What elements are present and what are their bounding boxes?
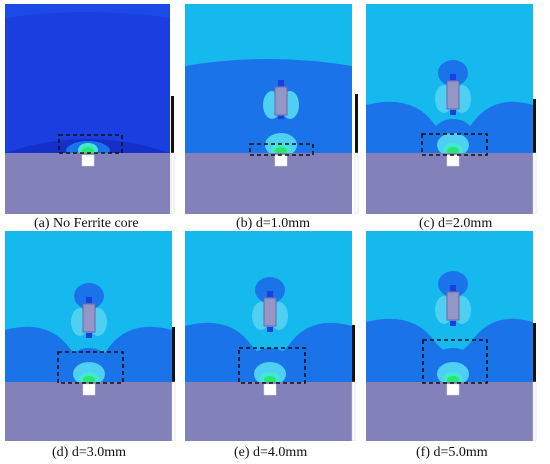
scale-bar xyxy=(533,323,536,382)
field-lobe-top xyxy=(255,277,285,303)
scale-bar xyxy=(172,327,175,382)
coil xyxy=(81,154,95,167)
caption-b: (b) d=1.0mm xyxy=(236,216,310,231)
field-plot-f xyxy=(366,231,537,441)
core-cap-bottom xyxy=(450,321,456,326)
core-cap-top xyxy=(86,297,92,303)
core-cap-bottom xyxy=(450,110,456,115)
coil xyxy=(446,154,460,167)
panel-a xyxy=(5,4,180,214)
region-box xyxy=(249,143,314,156)
field-plot-a xyxy=(5,4,175,214)
ferrite-core xyxy=(446,80,460,110)
field-lobe-top xyxy=(266,66,296,92)
scale-bar-lower xyxy=(351,381,356,441)
scale-bar-lower xyxy=(354,152,359,214)
caption-a: (a) No Ferrite core xyxy=(34,216,139,231)
field-plot-b xyxy=(185,4,359,214)
core-cap-bottom xyxy=(86,333,92,338)
field-band-top xyxy=(5,4,170,18)
field-plot-e xyxy=(185,231,356,441)
caption-c: (c) d=2.0mm xyxy=(419,216,493,231)
region-box xyxy=(421,133,488,156)
field-lobe-top xyxy=(438,60,468,86)
coil xyxy=(82,383,96,396)
core-cap-top xyxy=(278,80,284,86)
core-cap-top xyxy=(450,285,456,291)
caption-f: (f) d=5.0mm xyxy=(416,445,488,460)
core-cap-bottom xyxy=(278,116,284,121)
ferrite-core xyxy=(274,86,288,116)
field-lobe-top xyxy=(74,283,104,309)
ferrite-core xyxy=(82,303,96,333)
ferrite-core xyxy=(446,291,460,321)
caption-d: (d) d=3.0mm xyxy=(52,445,126,460)
core-cap-bottom xyxy=(267,327,273,332)
field-plot-d xyxy=(5,231,176,441)
coil xyxy=(263,383,277,396)
field-band-mid xyxy=(366,101,533,153)
panel-e xyxy=(185,231,362,441)
caption-e: (e) d=4.0mm xyxy=(234,445,308,460)
core-cap-top xyxy=(267,291,273,297)
ferrite-core xyxy=(263,297,277,327)
field-band-mid xyxy=(366,318,533,382)
field-band-mid xyxy=(5,326,172,382)
scale-bar xyxy=(352,325,355,382)
scale-bar xyxy=(533,99,536,153)
scale-bar-lower xyxy=(170,152,175,214)
panel-f xyxy=(366,231,543,441)
substrate xyxy=(185,153,352,214)
scale-bar-lower xyxy=(171,381,176,441)
scale-bar xyxy=(171,96,174,153)
coil xyxy=(446,383,460,396)
field-lobe-top xyxy=(438,271,468,297)
region-box xyxy=(422,339,488,384)
panel-c xyxy=(366,4,543,214)
region-box xyxy=(58,134,123,154)
scale-bar-lower xyxy=(532,152,537,214)
region-box xyxy=(238,347,306,384)
field-background xyxy=(5,4,170,153)
field-plot-c xyxy=(366,4,537,214)
scale-bar xyxy=(355,94,358,153)
core-cap-top xyxy=(450,74,456,80)
field-band-mid xyxy=(185,322,352,382)
region-box xyxy=(57,351,124,384)
panel-b xyxy=(185,4,362,214)
scale-bar-lower xyxy=(532,381,537,441)
panel-d xyxy=(5,231,182,441)
coil xyxy=(274,154,288,167)
